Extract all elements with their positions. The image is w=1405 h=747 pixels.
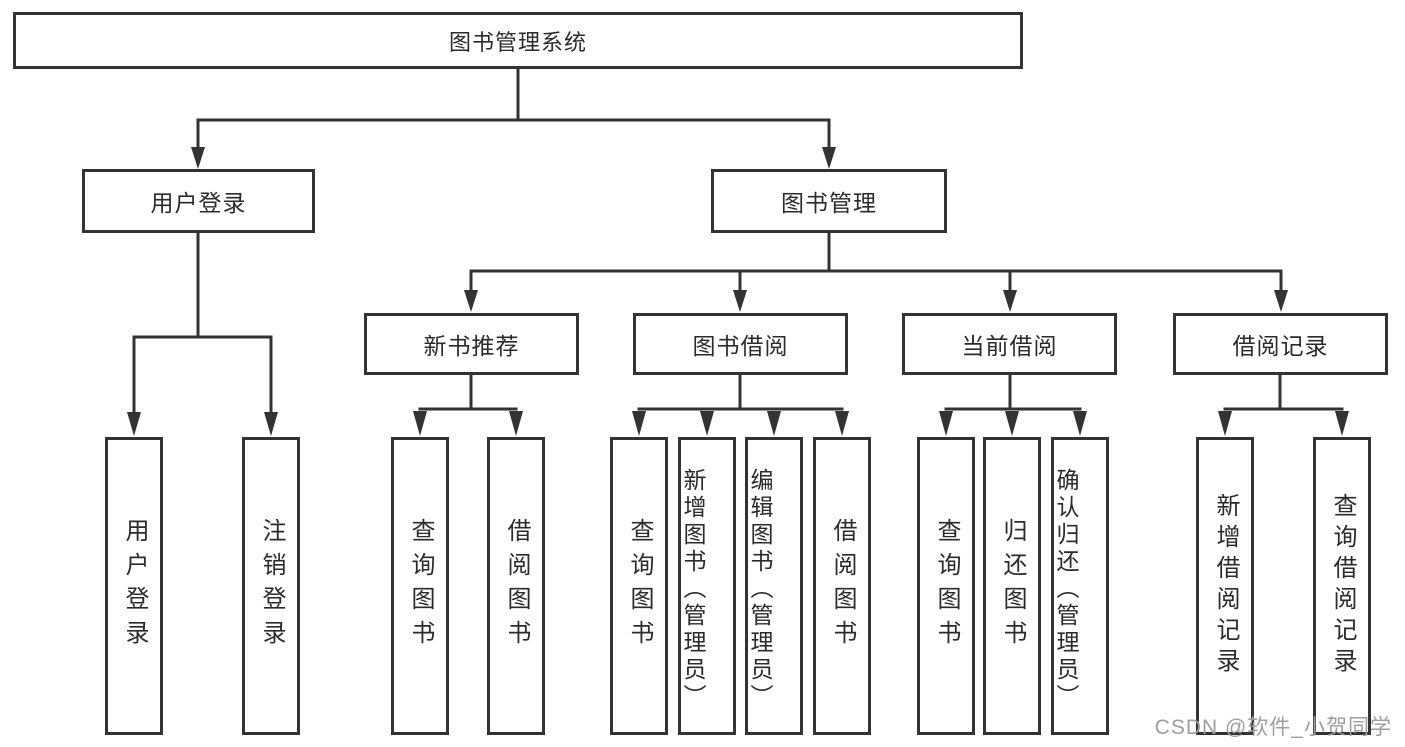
- leaf-newbooks-query: 查询图书: [391, 437, 449, 735]
- leaf-borrowing-borrow: 借阅图书: [813, 437, 871, 735]
- leaf-records-add-label: 新增借阅记录: [1212, 493, 1239, 679]
- node-new-books: 新书推荐: [364, 313, 579, 375]
- node-new-books-label: 新书推荐: [423, 333, 520, 359]
- leaf-newbooks-query-label: 查询图书: [407, 518, 434, 654]
- leaf-records-add: 新增借阅记录: [1196, 437, 1254, 735]
- node-borrowing-label: 图书借阅: [692, 333, 789, 359]
- leaf-borrowing-add-label: 新增图书（管理员）: [680, 467, 706, 711]
- node-root: 图书管理系统: [13, 12, 1023, 69]
- leaf-user-login-label: 用户登录: [121, 518, 148, 654]
- leaf-current-confirm-return-label: 确认归还（管理员）: [1053, 467, 1079, 711]
- csdn-watermark: CSDN @软件_小贺同学: [1154, 716, 1392, 739]
- leaf-logout: 注销登录: [242, 437, 300, 735]
- node-book-mgmt: 图书管理: [711, 169, 947, 233]
- leaf-borrowing-edit-label: 编辑图书（管理员）: [747, 467, 773, 711]
- leaf-newbooks-borrow: 借阅图书: [487, 437, 545, 735]
- leaf-borrowing-query-label: 查询图书: [626, 518, 653, 654]
- leaf-records-query: 查询借阅记录: [1313, 437, 1371, 735]
- node-current-borrow-label: 当前借阅: [961, 333, 1058, 359]
- leaf-current-query: 查询图书: [917, 437, 975, 735]
- node-borrowing: 图书借阅: [633, 313, 848, 375]
- leaf-borrowing-borrow-label: 借阅图书: [829, 518, 856, 654]
- leaf-current-return-label: 归还图书: [999, 518, 1026, 654]
- leaf-user-login: 用户登录: [105, 437, 163, 735]
- node-borrow-records: 借阅记录: [1173, 313, 1388, 375]
- node-book-mgmt-label: 图书管理: [781, 190, 877, 216]
- node-borrow-records-label: 借阅记录: [1232, 333, 1329, 359]
- leaf-records-query-label: 查询借阅记录: [1329, 493, 1356, 679]
- node-user-login-label: 用户登录: [150, 190, 247, 216]
- node-root-label: 图书管理系统: [448, 29, 587, 55]
- leaf-borrowing-query: 查询图书: [610, 437, 668, 735]
- leaf-borrowing-edit: 编辑图书（管理员）: [745, 437, 803, 735]
- leaf-current-query-label: 查询图书: [933, 518, 960, 654]
- leaf-newbooks-borrow-label: 借阅图书: [503, 518, 530, 654]
- leaf-current-return: 归还图书: [983, 437, 1041, 735]
- node-user-login: 用户登录: [82, 169, 315, 233]
- leaf-borrowing-add: 新增图书（管理员）: [678, 437, 736, 735]
- leaf-logout-label: 注销登录: [258, 518, 285, 654]
- node-current-borrow: 当前借阅: [902, 313, 1117, 375]
- leaf-current-confirm-return: 确认归还（管理员）: [1051, 437, 1109, 735]
